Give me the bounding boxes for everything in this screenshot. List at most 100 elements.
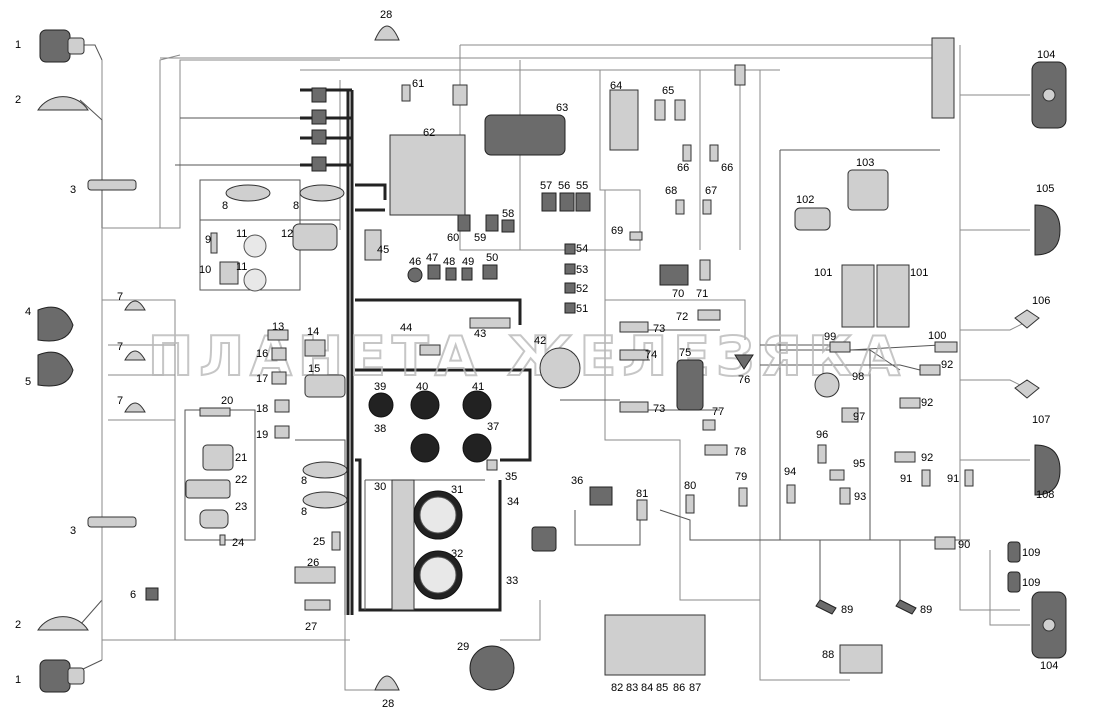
horn-5-icon [37,351,74,387]
connector-strip [931,37,955,119]
tail-lamp-104b-lens [1042,618,1056,632]
label-29: 29 [457,641,469,653]
sensor-65b [674,99,686,121]
sensor-95 [829,469,845,481]
label-80: 80 [684,480,696,492]
device-103 [847,169,889,211]
sensor-81 [636,499,648,521]
label-63: 63 [556,102,568,114]
label-8d: 8 [301,506,307,518]
sensor-73b [619,401,649,413]
sensor-66b [709,144,719,162]
label-19: 19 [256,429,268,441]
label-49: 49 [462,256,474,268]
device-70 [659,264,689,286]
switch-48 [445,267,457,281]
label-12: 12 [281,228,293,240]
label-83: 83 [626,682,638,694]
switch-59 [485,214,499,232]
sensor-93 [839,487,851,505]
label-11a: 11 [236,228,247,240]
gauge-11b-icon [243,268,267,292]
label-9: 9 [205,234,211,246]
label-60: 60 [447,232,459,244]
label-22: 22 [235,474,247,486]
relay-64 [609,89,639,151]
block-26 [294,566,336,584]
label-105: 105 [1036,183,1054,195]
label-90: 90 [958,539,970,551]
device-88 [839,644,883,674]
sensor-69 [629,231,643,241]
label-15: 15 [308,363,320,375]
connector-27 [304,599,331,611]
switch-6 [145,587,159,601]
label-99: 99 [824,331,836,343]
label-84: 84 [641,682,653,694]
label-46: 46 [409,256,421,268]
sensor-77 [702,419,716,431]
sensor-90 [934,536,956,550]
sensor-65a [654,99,666,121]
label-81: 81 [636,488,648,500]
side-light-upper-icon [37,96,89,111]
gauge-38-icon [410,433,440,463]
sensor-35 [486,459,498,471]
label-95: 95 [853,458,865,470]
work-lamp-29-icon [469,645,515,691]
sensor-91a [921,469,931,487]
label-48: 48 [443,256,455,268]
sensor-73a [619,321,649,333]
label-16: 16 [256,348,268,360]
connector-c [311,129,327,145]
switch-50 [482,264,498,280]
label-41: 41 [472,381,484,393]
device-98-icon [814,372,840,398]
device-23 [199,509,229,529]
label-28b: 28 [382,698,394,710]
switch-14 [304,339,326,357]
label-8a: 8 [222,200,228,212]
label-87: 87 [689,682,701,694]
label-17: 17 [256,373,268,385]
headlamp-upper-icon [39,29,85,63]
label-6: 6 [130,589,136,601]
label-91a: 91 [900,473,912,485]
relay-101b [876,264,910,328]
label-56: 56 [558,180,570,192]
label-7b: 7 [117,341,123,353]
sensor-92b [899,397,921,409]
sensor-78 [704,444,728,456]
label-39: 39 [374,381,386,393]
sensor-89a-icon [815,599,837,615]
lamp-7a-icon [124,300,146,311]
label-92c: 92 [921,452,933,464]
gauge-11a-icon [243,234,267,258]
lamp-8b-icon [299,184,345,202]
label-96: 96 [816,429,828,441]
terminal-block-upper [87,179,137,191]
lamp-7b-icon [124,350,146,361]
sensor-67 [702,199,712,215]
label-109a: 109 [1022,547,1040,559]
label-54: 54 [576,243,588,255]
label-33: 33 [506,575,518,587]
label-27: 27 [305,621,317,633]
label-74: 74 [645,349,657,361]
connector-b [311,109,327,125]
label-3a: 3 [70,184,76,196]
label-104b: 104 [1040,660,1058,672]
label-42: 42 [534,335,546,347]
connector-d [311,156,327,172]
connector-107-icon [1014,379,1040,399]
label-13: 13 [272,321,284,333]
label-70: 70 [672,288,684,300]
sensor-99 [829,341,851,353]
label-97: 97 [853,411,865,423]
label-78: 78 [734,446,746,458]
label-61: 61 [412,78,424,90]
switch-47 [427,264,441,280]
label-108: 108 [1036,489,1054,501]
sensor-92c [894,451,916,463]
